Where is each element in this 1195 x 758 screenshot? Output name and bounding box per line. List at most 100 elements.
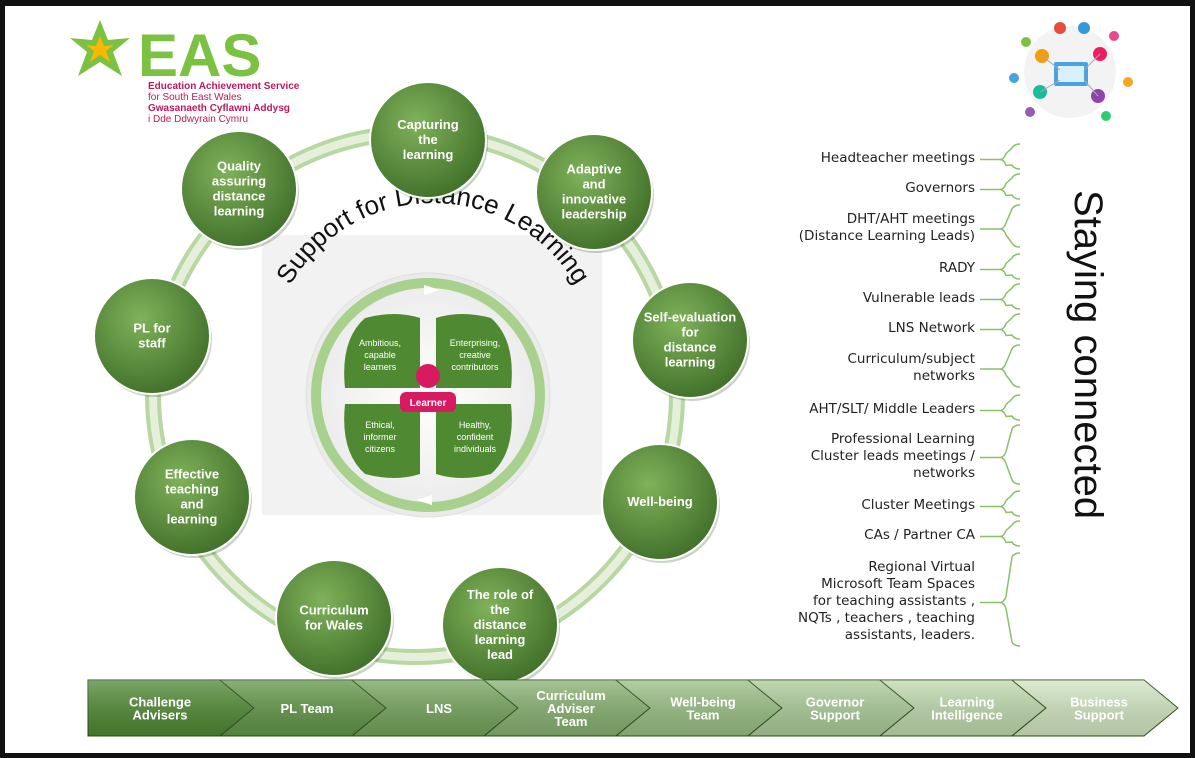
staying-connected-title: Staying connected — [1040, 190, 1120, 610]
connect-brace — [980, 490, 1021, 517]
cycle-node-circle — [93, 277, 211, 395]
connect-item: CAs / Partner CA — [864, 527, 975, 544]
connect-item: Headteacher meetings — [821, 150, 975, 167]
connect-item-line: Governors — [905, 180, 975, 196]
connect-item-line: NQTs , teachers , teaching — [798, 610, 975, 626]
logo-line-3: Gwasanaeth Cyflawni Addysg — [148, 103, 290, 114]
connect-brace — [980, 173, 1021, 200]
cycle-node-circle — [133, 438, 251, 556]
connect-item-line: Cluster leads meetings / — [810, 448, 975, 464]
connect-item: AHT/SLT/ Middle Leaders — [809, 401, 975, 418]
star-figure-icon — [70, 20, 130, 76]
connect-item: RADY — [939, 260, 975, 277]
team-chevron-shade — [880, 680, 1046, 736]
team-chevron-shade — [616, 680, 782, 736]
connect-item: Vulnerable leads — [863, 290, 975, 307]
social-network-illustration — [1009, 22, 1133, 121]
connect-brace — [980, 253, 1021, 280]
logo-line-2: for South East Wales — [148, 92, 242, 103]
connect-item-line: CAs / Partner CA — [864, 527, 975, 543]
cycle-node: Well-being — [601, 443, 720, 563]
cycle-node-circle — [601, 443, 719, 561]
connect-brace — [980, 143, 1021, 170]
connect-brace — [980, 394, 1021, 421]
connect-item-line: Regional Virtual — [868, 559, 975, 575]
connect-item-line: networks — [913, 465, 975, 481]
connect-item: Cluster Meetings — [861, 497, 975, 514]
cycle-node-circle — [535, 133, 653, 251]
connect-item-line: for teaching assistants , — [812, 593, 975, 609]
team-chevron-shade — [88, 680, 254, 736]
learner-badge — [400, 392, 456, 412]
connect-item-line: (Distance Learning Leads) — [798, 228, 975, 244]
logo-title: EAS — [138, 22, 261, 89]
connect-brace — [980, 344, 1021, 388]
center-arrow-icon — [424, 285, 440, 295]
center-ring — [311, 278, 545, 512]
connect-item-line: networks — [913, 368, 975, 384]
eas-logo: EAS Education Achievement Service for So… — [70, 20, 300, 125]
cycle-node-circle — [275, 559, 393, 677]
connect-item: Governors — [905, 180, 975, 197]
team-chevron: LNS — [350, 679, 519, 737]
clover-leaf — [344, 404, 420, 478]
clover-leaf — [344, 314, 420, 388]
team-chevron-shade — [484, 680, 650, 736]
learner-head-icon — [416, 364, 440, 388]
connect-brace — [980, 204, 1021, 248]
cycle-node-label: Well-being — [627, 494, 693, 509]
connection-braces — [980, 143, 1021, 647]
connect-item-line: RADY — [939, 260, 975, 276]
connect-item-line: Microsoft Team Spaces — [821, 576, 975, 592]
connect-brace — [980, 552, 1021, 647]
cycle-node-circle — [369, 81, 487, 199]
logo-line-4: i Dde Ddwyrain Cymru — [148, 114, 248, 125]
team-chevron: PL Team — [218, 679, 387, 737]
connect-item-line: Curriculum/subject — [847, 351, 975, 367]
connect-item-line: AHT/SLT/ Middle Leaders — [809, 401, 975, 417]
logo-line-1: Education Achievement Service — [148, 81, 300, 92]
connect-item-line: LNS Network — [888, 320, 975, 336]
connect-item-line: Cluster Meetings — [861, 497, 975, 513]
connect-item: DHT/AHT meetings(Distance Learning Leads… — [799, 211, 975, 245]
connect-item-line: Headteacher meetings — [820, 150, 975, 166]
team-chevron-shade — [1012, 680, 1178, 736]
learner-label: Learner — [410, 398, 447, 409]
staying-connected-text: Staying connected — [1066, 190, 1110, 520]
team-chevron-label: PL Team — [281, 701, 334, 716]
center-arrow-icon — [416, 495, 432, 505]
connect-brace — [980, 313, 1021, 340]
